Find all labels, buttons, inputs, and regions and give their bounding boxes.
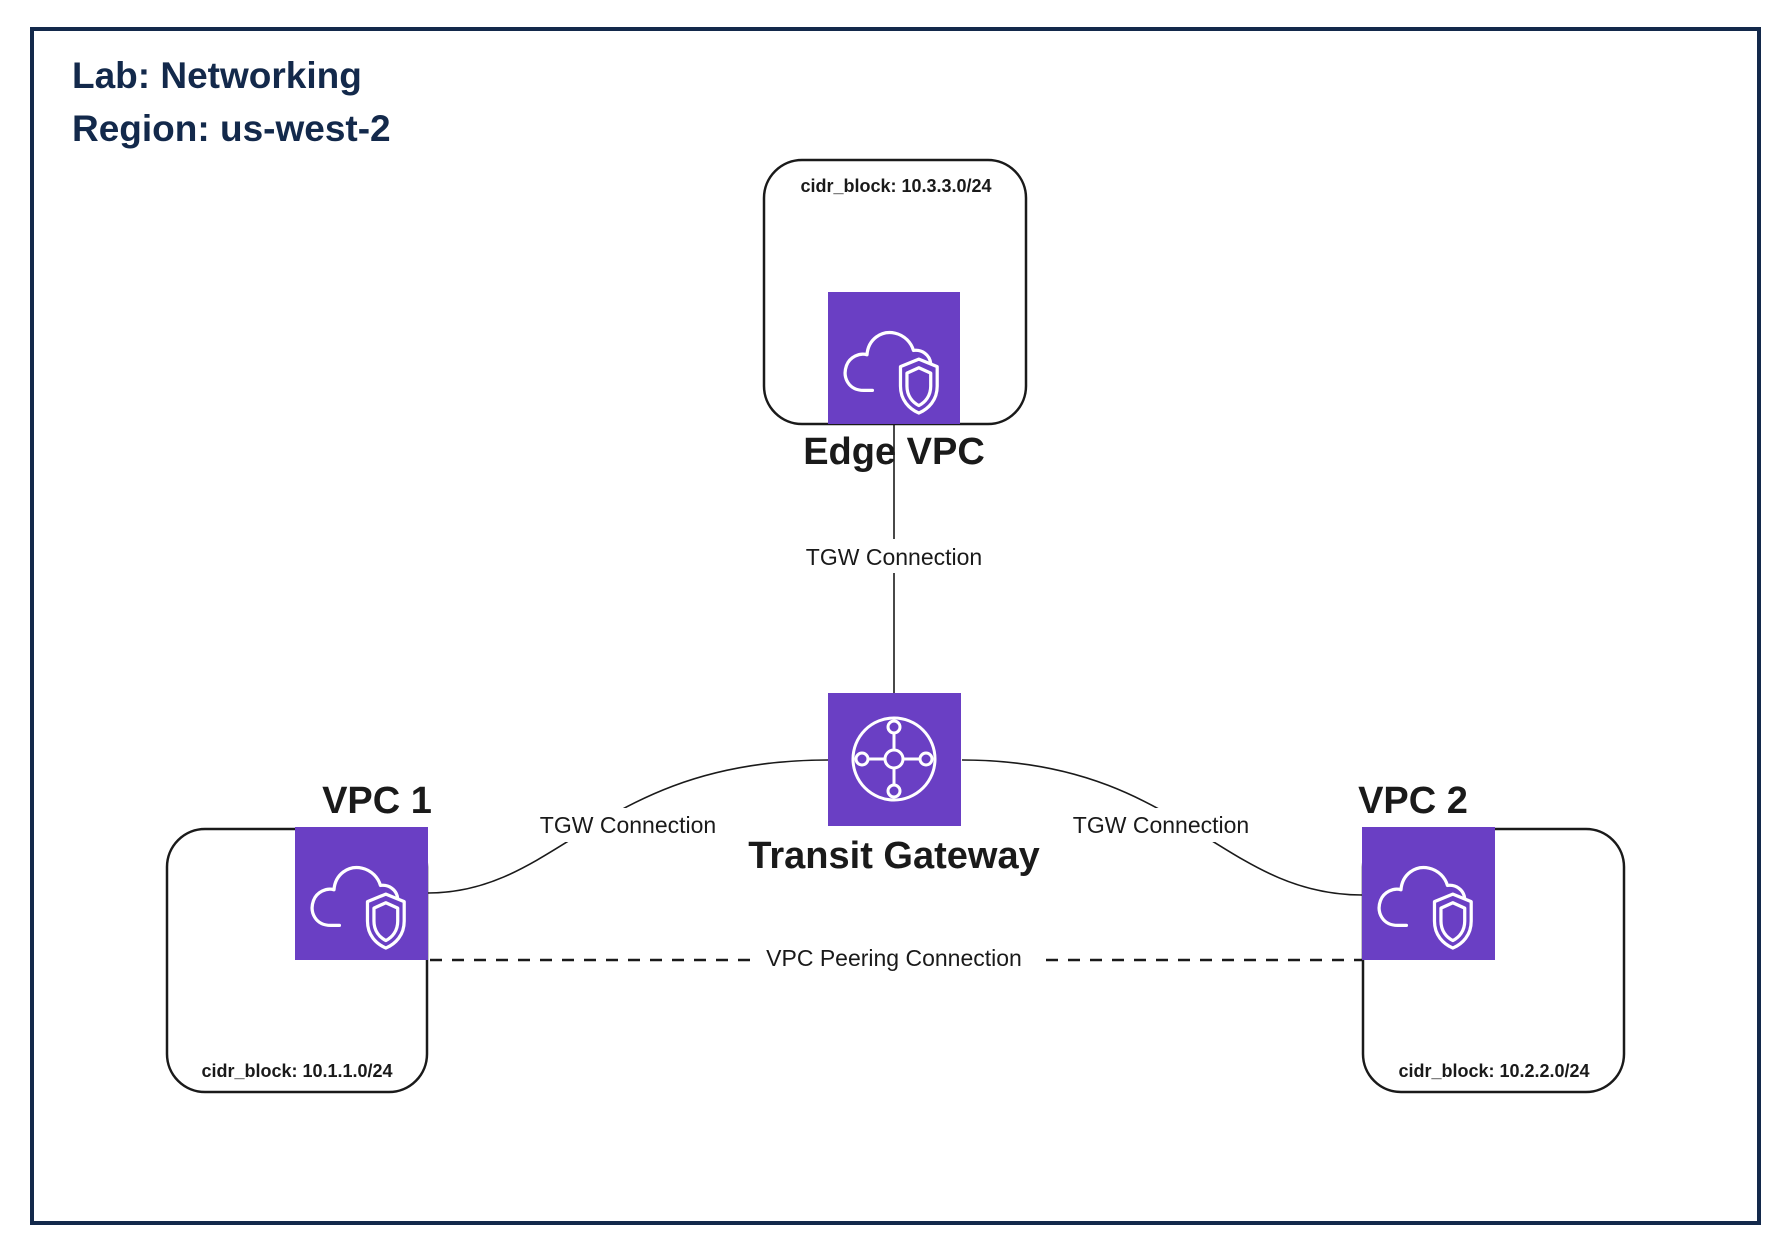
region-title: Region: us-west-2 [72,108,391,149]
lab-title: Lab: Networking [72,55,362,96]
edge-tgw-label: TGW Connection [806,544,982,570]
vpc1-tgw-label: TGW Connection [540,812,716,838]
transit-gateway-hub-icon [851,716,937,802]
transit-gateway-label: Transit Gateway [748,835,1039,877]
vpc1-label: VPC 1 [322,780,432,822]
vpc2-node [1362,827,1495,960]
vpc2-label: VPC 2 [1358,780,1468,822]
edge-vpc-label: Edge VPC [803,431,985,473]
vpc1-cidr: cidr_block: 10.1.1.0/24 [201,1061,392,1081]
transit-gateway-node [828,693,961,826]
vpc-peering-label: VPC Peering Connection [766,945,1022,971]
vpc1-node [295,827,428,960]
vpc2-tgw-label: TGW Connection [1073,812,1249,838]
diagram-frame [30,27,1761,1225]
edge-vpc-node [828,292,960,424]
vpc2-cidr: cidr_block: 10.2.2.0/24 [1398,1061,1589,1081]
edge-vpc-cidr: cidr_block: 10.3.3.0/24 [800,176,991,196]
